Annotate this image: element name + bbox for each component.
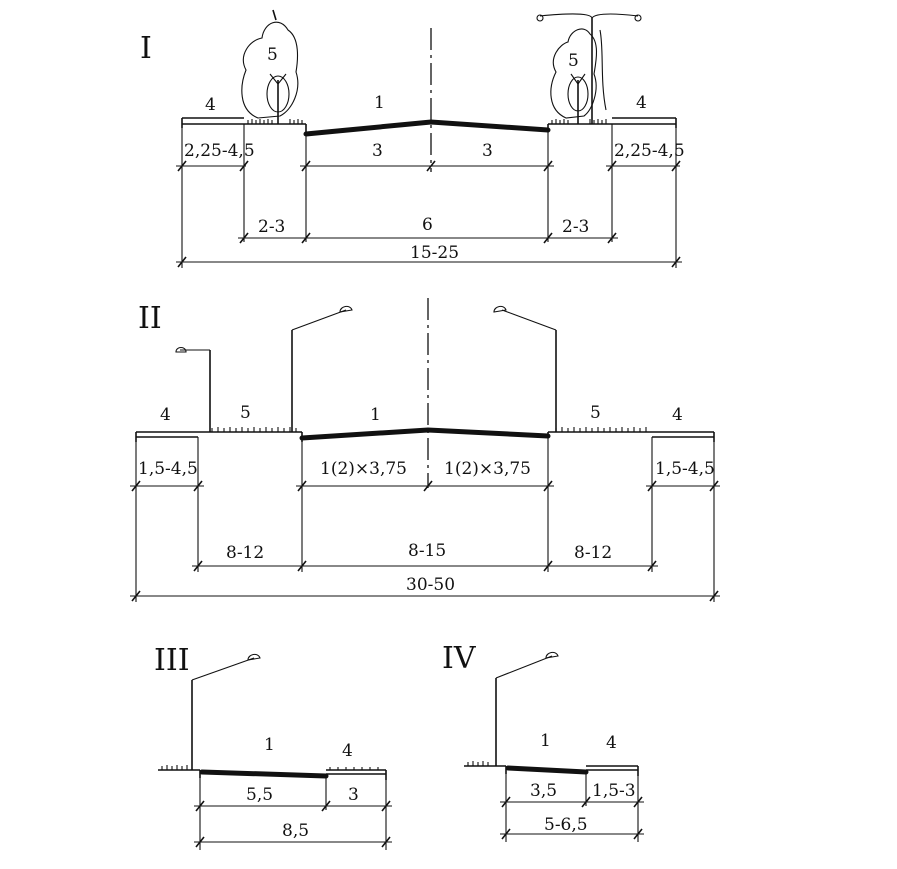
section-4-road	[505, 765, 589, 775]
section-1-dim-green-right: 2-3	[562, 217, 589, 237]
section-2-dim-green-left: 8-12	[226, 543, 264, 563]
section-2-dim-total: 30-50	[406, 575, 455, 595]
section-1-dim-lane-left: 3	[372, 141, 383, 161]
section-1-numeral: I	[140, 31, 152, 66]
section-4-dim-total: 5-6,5	[544, 815, 588, 835]
section-4: IV 1 4 3,5 1,5-3 5-	[442, 641, 644, 842]
section-1-dim-sidewalk-right: 2,25-4,5	[614, 141, 685, 161]
section-1-label-sidewalk-right: 4	[636, 93, 647, 113]
section-2-label-green-left: 5	[240, 403, 251, 423]
section-3-numeral: III	[154, 643, 190, 678]
section-1-label-green-left: 5	[267, 45, 278, 65]
section-4-numeral: IV	[442, 641, 477, 676]
section-4-extension-lines	[505, 770, 639, 842]
section-2: II	[130, 298, 720, 602]
section-4-ground	[464, 761, 639, 776]
section-2-ground-right	[547, 427, 715, 442]
section-1-ground-left	[181, 117, 307, 136]
section-2-label-sidewalk-left: 4	[160, 405, 171, 425]
section-1-label-sidewalk-left: 4	[205, 95, 216, 115]
section-2-dim-carriageway: 8-15	[408, 541, 446, 561]
section-4-dimension-lines	[500, 796, 644, 840]
section-3-ground	[158, 765, 387, 780]
section-3: III 1 4 5,5 3	[154, 643, 392, 850]
section-1-dim-sidewalk-left: 2,25-4,5	[184, 141, 255, 161]
section-1-road	[303, 119, 551, 137]
section-1-label-green-right: 5	[568, 51, 579, 71]
section-2-dim-sidewalk-right: 1,5-4,5	[655, 459, 715, 479]
section-2-label-road: 1	[370, 405, 381, 425]
section-3-label-sidewalk: 4	[342, 741, 353, 761]
section-2-road	[299, 427, 551, 441]
section-2-ground-left	[135, 427, 303, 442]
section-1-label-road: 1	[374, 93, 385, 113]
section-2-extension-lines	[135, 437, 715, 602]
section-2-dim-lane-left: 1(2)×3,75	[320, 459, 407, 479]
section-2-label-sidewalk-right: 4	[672, 405, 683, 425]
section-2-dim-green-right: 8-12	[574, 543, 612, 563]
street-lamp-icon	[291, 305, 353, 432]
tree-icon	[550, 28, 598, 124]
section-4-dim-sidewalk: 1,5-3	[592, 781, 636, 801]
section-2-dim-lane-right: 1(2)×3,75	[444, 459, 531, 479]
street-lamp-icon	[191, 653, 261, 770]
tree-icon	[241, 9, 299, 124]
section-1-dim-lane-right: 3	[482, 141, 493, 161]
section-1-extension-lines	[181, 124, 677, 268]
street-lamp-icon	[493, 305, 557, 432]
section-3-extension-lines	[199, 774, 387, 850]
section-3-dimension-lines	[194, 800, 392, 848]
section-1-dim-total: 15-25	[410, 243, 459, 263]
section-3-label-road: 1	[264, 735, 275, 755]
section-3-dim-total: 8,5	[282, 821, 309, 841]
street-lamp-icon	[495, 651, 559, 766]
section-3-dim-sidewalk: 3	[348, 785, 359, 805]
section-1-dimension-lines	[176, 160, 682, 268]
section-1: I	[140, 9, 685, 268]
section-3-dim-road: 5,5	[246, 785, 273, 805]
section-2-numeral: II	[138, 301, 162, 336]
section-3-road	[199, 769, 329, 779]
section-2-label-green-right: 5	[590, 403, 601, 423]
street-lamp-icon	[175, 346, 211, 432]
section-1-dim-carriageway: 6	[422, 215, 433, 235]
section-4-label-road: 1	[540, 731, 551, 751]
section-2-dimension-lines	[130, 480, 720, 602]
street-lamp-icon	[536, 13, 642, 124]
section-1-ground-right	[547, 117, 677, 132]
section-2-dim-sidewalk-left: 1,5-4,5	[138, 459, 198, 479]
section-4-dim-road: 3,5	[530, 781, 557, 801]
section-4-label-sidewalk: 4	[606, 733, 617, 753]
section-1-dim-green-left: 2-3	[258, 217, 285, 237]
